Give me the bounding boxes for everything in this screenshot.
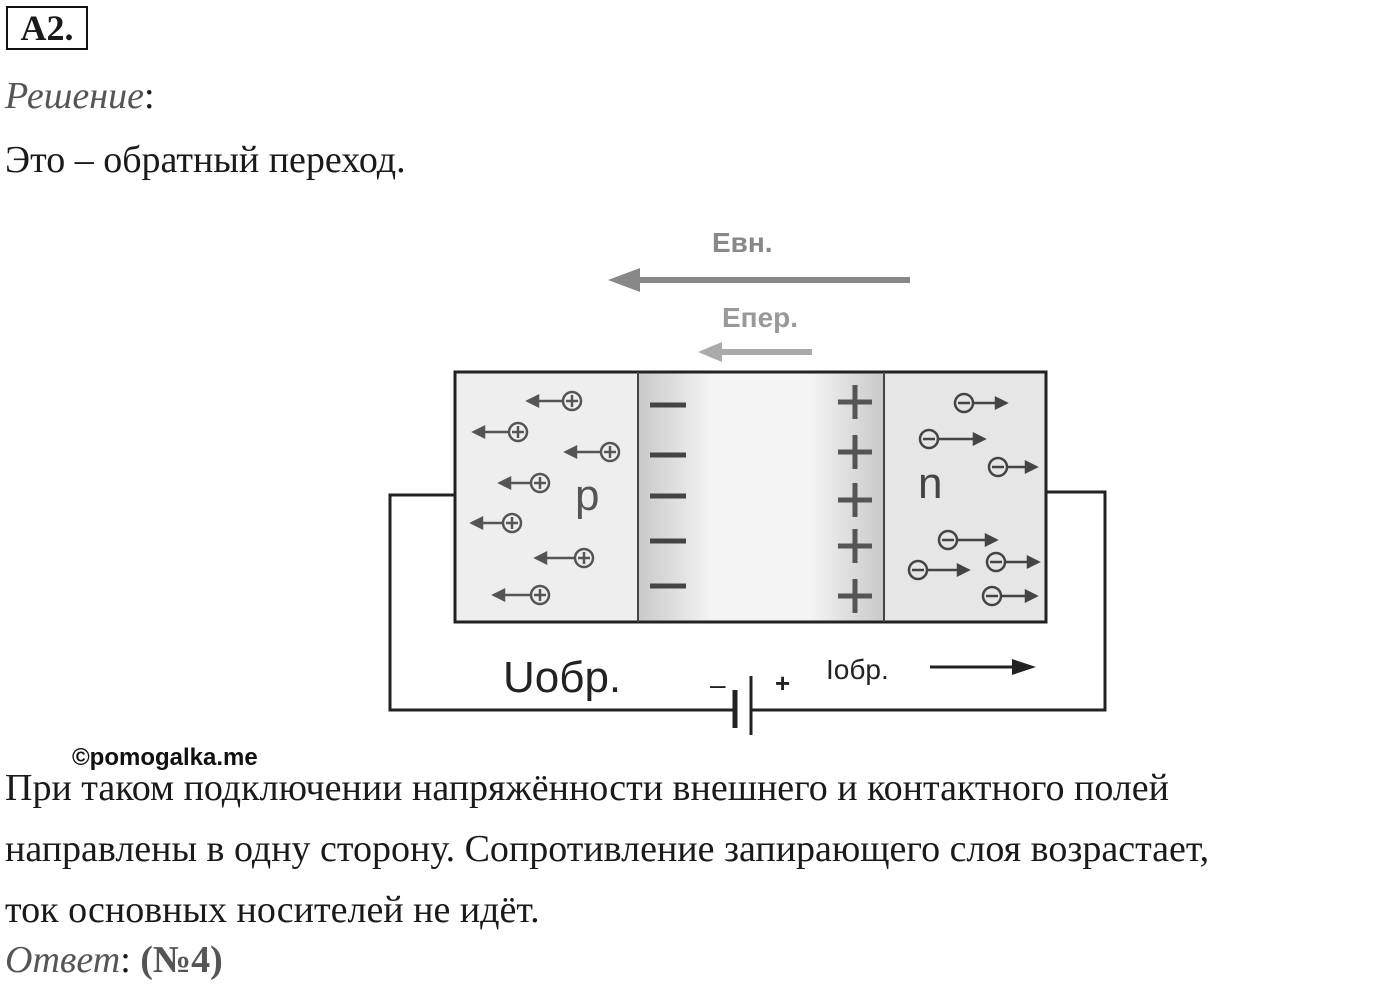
circuit-wire-right xyxy=(752,490,1107,712)
solution-label: Решение xyxy=(5,75,144,117)
solution-colon: : xyxy=(143,75,155,117)
negative-ions xyxy=(650,402,686,589)
explanation-paragraph: При таком подключении напряжённости внеш… xyxy=(5,758,1400,941)
watermark: ©pomogalka.me xyxy=(72,744,258,771)
answer-value: (№4) xyxy=(140,939,223,981)
e-trans-arrow xyxy=(698,342,812,362)
explanation-line-3: ток основных носителей не идёт. xyxy=(5,889,540,931)
p-label: p xyxy=(575,471,599,520)
circuit-wire xyxy=(388,493,733,712)
current-arrow xyxy=(930,659,1036,675)
current-label: Iобр. xyxy=(826,654,889,685)
answer-line: Ответ: (№4) xyxy=(5,938,223,982)
explanation-line-1: При таком подключении напряжённости внеш… xyxy=(5,767,1169,809)
voltage-label: Uобр. xyxy=(503,653,621,702)
answer-label: Ответ xyxy=(5,939,121,981)
p-region xyxy=(455,372,638,622)
e-ext-arrow xyxy=(608,268,910,292)
n-region xyxy=(884,372,1046,622)
holes xyxy=(469,390,621,606)
crystal-outline xyxy=(453,370,1048,624)
positive-ions xyxy=(838,385,872,613)
battery-minus-sign: – xyxy=(710,669,726,700)
electrons xyxy=(907,392,1041,607)
battery-plus-sign: + xyxy=(775,668,790,698)
answer-colon: : xyxy=(120,939,131,981)
e-trans-label: Епер. xyxy=(722,302,798,333)
solution-heading: Решение: xyxy=(5,74,155,118)
e-ext-label: Евн. xyxy=(712,227,773,258)
statement: Это – обратный переход. xyxy=(5,139,406,181)
explanation-line-2: направлены в одну сторону. Сопротивление… xyxy=(5,828,1210,870)
n-label: n xyxy=(918,459,942,508)
pn-junction-diagram: Евн. Епер. xyxy=(388,227,1107,735)
problem-number-box: A2. xyxy=(6,6,88,50)
problem-number: A2. xyxy=(20,8,74,48)
